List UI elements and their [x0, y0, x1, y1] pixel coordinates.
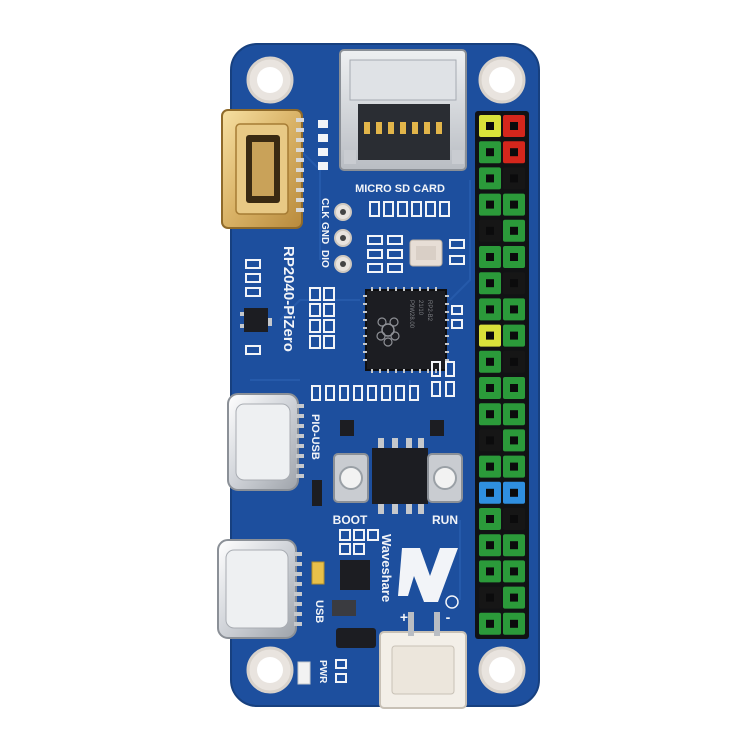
usb-c-connector: [217, 539, 302, 639]
debug-pin-labels: CLK GND DIO: [319, 198, 330, 268]
header-pin-hole: [510, 619, 518, 628]
header-pin-hole: [510, 593, 518, 602]
gpio-header-40-pin: [475, 111, 529, 639]
jst-power-connector: [379, 612, 467, 709]
header-pin-hole: [486, 174, 494, 183]
header-pin-hole: [510, 357, 518, 366]
debug-pin-dio: DIO: [319, 250, 330, 268]
header-pin-hole: [486, 515, 494, 523]
header-pin-hole: [510, 331, 518, 340]
header-pin-hole: [510, 253, 518, 261]
mounting-holes: [246, 56, 526, 694]
header-pin-hole: [510, 200, 518, 209]
minus-label: -: [446, 609, 451, 625]
pwr-led: [297, 659, 347, 685]
header-pin-hole: [510, 226, 518, 235]
plus-label: +: [400, 609, 408, 625]
brand-label: Waveshare: [379, 534, 394, 602]
header-pin-hole: [486, 357, 494, 366]
header-pin-hole: [510, 488, 518, 497]
header-pin-hole: [486, 226, 494, 235]
smd-grid-bottom: [339, 529, 379, 555]
smd-components-mid: [367, 235, 465, 273]
smd-resistor-array-top: [318, 120, 450, 217]
header-pin-hole: [510, 279, 518, 288]
header-pin-hole: [486, 122, 494, 130]
rp2040-chip: RP2-B2 21/10 P9W28.00: [363, 287, 449, 373]
header-pin-hole: [510, 148, 518, 157]
header-pin-hole: [486, 279, 494, 288]
waveshare-logo-icon: [398, 548, 459, 609]
header-pin-hole: [486, 200, 494, 209]
header-pin-hole: [486, 305, 494, 314]
smd-passives-around-chip: [431, 305, 463, 397]
power-components: [311, 560, 376, 648]
header-pin-hole: [510, 436, 518, 445]
pwr-label: PWR: [317, 660, 328, 684]
debug-pads: [334, 203, 352, 273]
header-pin-hole: [486, 384, 494, 392]
board-name-label: RP2040-PiZero: [280, 246, 297, 352]
header-pin-hole: [486, 436, 494, 445]
header-pin-hole: [486, 541, 494, 550]
header-pin-hole: [486, 462, 494, 471]
chip-marking-1: RP2-B2: [426, 300, 432, 322]
header-pin-hole: [510, 410, 518, 419]
header-pin-hole: [486, 148, 494, 157]
usb-label: USB: [313, 600, 325, 623]
pcb-traces: [250, 149, 471, 600]
mini-hdmi-connector: [221, 109, 304, 229]
header-pin-hole: [510, 305, 518, 314]
header-pin-hole: [510, 462, 518, 471]
left-smd-column: [245, 259, 335, 355]
raspberry-logo-icon: [376, 317, 400, 347]
header-pin-hole: [486, 567, 494, 576]
sd-card-label: MICRO SD CARD: [355, 183, 445, 195]
header-pin-hole: [486, 488, 494, 497]
header-pin-hole: [486, 593, 494, 602]
boot-label: BOOT: [333, 513, 368, 527]
header-pin-hole: [510, 567, 518, 576]
header-pin-hole: [510, 384, 518, 392]
header-pin-hole: [510, 515, 518, 523]
chip-marking-2: 21/10: [417, 300, 423, 316]
pio-usb-c-connector: [227, 393, 304, 491]
header-pin-hole: [486, 410, 494, 419]
header-pin-hole: [486, 253, 494, 261]
header-pin-hole: [486, 619, 494, 628]
run-button[interactable]: [427, 453, 463, 503]
micro-sd-card-slot: [339, 49, 467, 171]
logic-ic: [372, 438, 428, 514]
resistor-row: [311, 385, 419, 401]
debug-pin-gnd: GND: [319, 222, 330, 244]
run-label: RUN: [432, 513, 458, 527]
pio-usb-label: PIO-USB: [309, 414, 321, 460]
debug-pin-clk: CLK: [319, 198, 330, 219]
crystal-oscillator: [409, 239, 443, 267]
chip-marking-4: P9W28.00: [408, 300, 414, 329]
voltage-regulator: [240, 308, 272, 332]
header-pin-hole: [510, 122, 518, 130]
header-pin-hole: [510, 541, 518, 550]
boot-button[interactable]: [333, 453, 369, 503]
header-pin-hole: [486, 331, 494, 340]
small-transistors: [312, 420, 444, 506]
header-pin-hole: [510, 174, 518, 183]
header-base: [475, 111, 529, 639]
